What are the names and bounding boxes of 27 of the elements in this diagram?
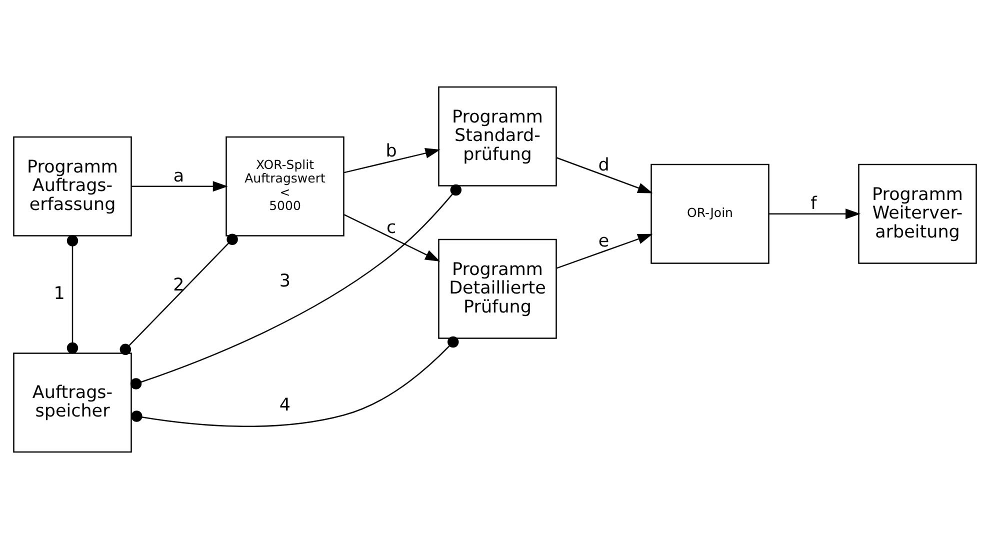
connector (66, 235, 78, 354)
edge-label: 2 (173, 275, 184, 296)
node-box: XOR-Split Auftragswert < 5000 (226, 136, 344, 236)
arrow (556, 234, 653, 269)
node-box: Auftrags- speicher (13, 352, 132, 453)
node-box: Programm Standard- prüfung (438, 86, 557, 186)
node-box: Programm Weiterver- arbeitung (858, 164, 977, 264)
arrow (768, 208, 861, 220)
connector (131, 336, 459, 427)
edge-label: e (598, 232, 610, 252)
node-box: OR-Join (650, 164, 770, 264)
edge-label: c (386, 218, 396, 238)
edge-label: d (598, 155, 610, 176)
edge-label: 3 (279, 272, 291, 292)
node-box: Programm Auftrags- erfassung (13, 136, 132, 236)
node-box: Programm Detaillierte Prüfung (438, 238, 557, 339)
arrow (132, 181, 228, 192)
edge-label: 1 (54, 284, 65, 304)
edge-label: b (386, 142, 397, 162)
edge-label: 4 (279, 395, 291, 416)
arrow (344, 148, 440, 174)
edge-label: f (810, 194, 817, 214)
arrow (556, 157, 653, 194)
arrow (344, 214, 440, 262)
connector (130, 184, 462, 390)
connector (120, 234, 238, 356)
edge-label: a (173, 166, 184, 187)
